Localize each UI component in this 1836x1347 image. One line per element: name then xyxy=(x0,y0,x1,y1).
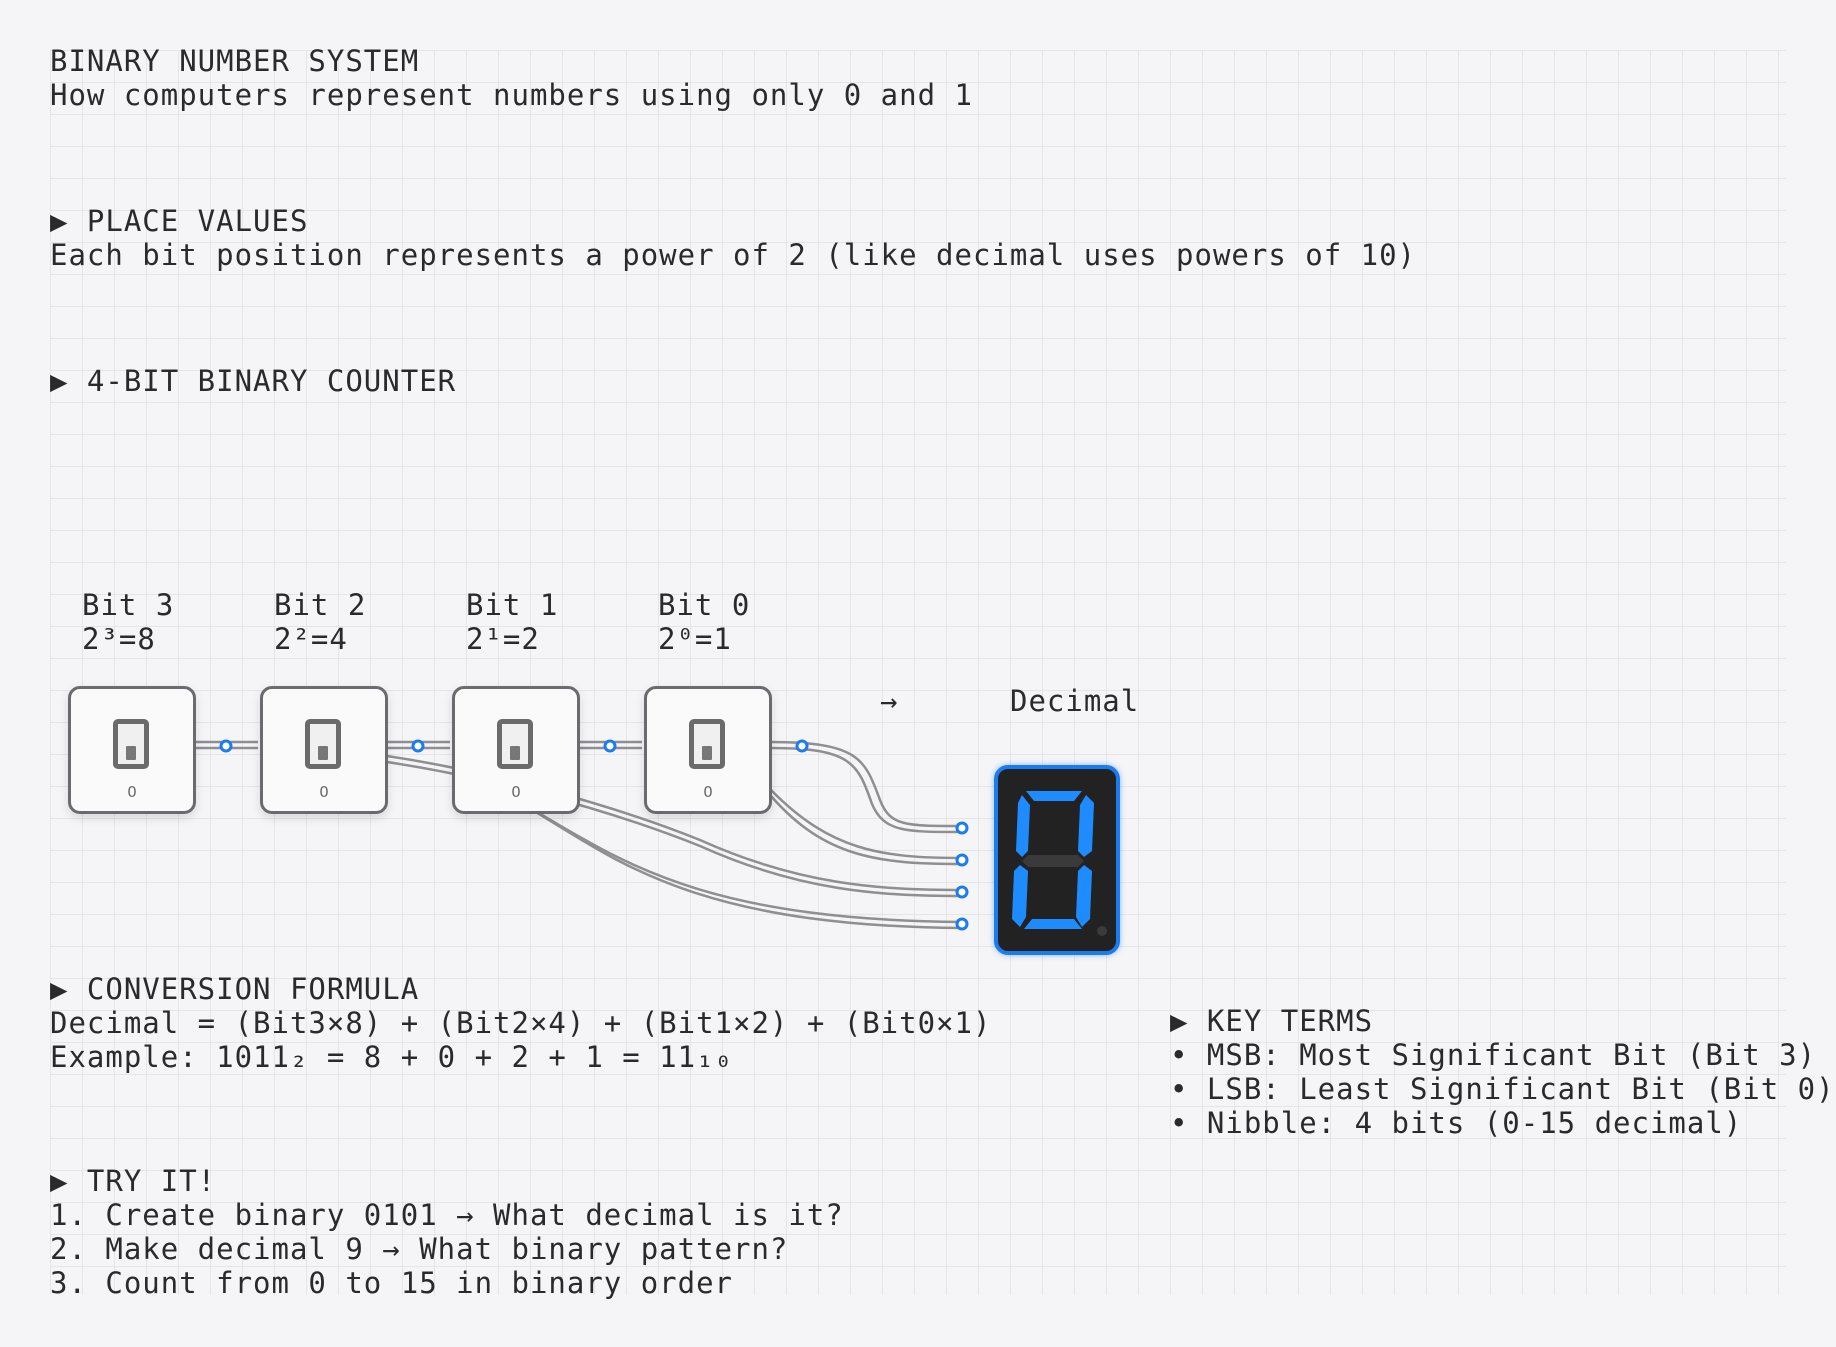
segment-f xyxy=(1016,795,1030,857)
bit-label: Bit 1 xyxy=(466,588,559,622)
wire xyxy=(770,740,963,828)
connector-dot xyxy=(411,739,425,753)
seven-segment-display xyxy=(994,765,1120,955)
connector-dot xyxy=(219,739,233,753)
wire xyxy=(770,789,963,860)
toggle-lever-icon xyxy=(689,719,725,769)
formula-line: Decimal = (Bit3×8) + (Bit2×4) + (Bit1×2)… xyxy=(50,1006,992,1040)
decimal-label: Decimal xyxy=(1010,684,1140,718)
try-it-item: 1. Create binary 0101 → What decimal is … xyxy=(50,1198,844,1232)
bit-value: 0 xyxy=(511,783,521,801)
bit-2-toggle-switch[interactable]: 0 xyxy=(260,686,388,814)
bit-label: Bit 0 xyxy=(658,588,751,622)
decimal-point xyxy=(1097,926,1107,936)
segment-d xyxy=(1024,919,1082,929)
wire xyxy=(770,746,963,834)
segment-e xyxy=(1012,865,1028,927)
page-title: BINARY NUMBER SYSTEM xyxy=(50,44,420,78)
connector-dot xyxy=(955,917,969,931)
key-term-item: • MSB: Most Significant Bit (Bit 3) xyxy=(1170,1038,1817,1072)
toggle-lever-icon xyxy=(113,719,149,769)
bit-1-toggle-switch[interactable]: 0 xyxy=(452,686,580,814)
formula-heading: ▶ CONVERSION FORMULA xyxy=(50,972,420,1006)
connector-dot xyxy=(795,739,809,753)
connector-dot xyxy=(955,885,969,899)
try-it-item: 3. Count from 0 to 15 in binary order xyxy=(50,1266,734,1300)
place-values-text: Each bit position represents a power of … xyxy=(50,238,1417,272)
connector-dot xyxy=(603,739,617,753)
wire xyxy=(770,795,963,866)
key-terms-heading: ▶ KEY TERMS xyxy=(1170,1004,1374,1038)
connector-dot xyxy=(955,821,969,835)
counter-heading: ▶ 4-BIT BINARY COUNTER xyxy=(50,364,457,398)
bit-value: 0 xyxy=(319,783,329,801)
connector-dot xyxy=(955,853,969,867)
segment-a xyxy=(1026,791,1082,801)
bit-power: 2¹=2 xyxy=(466,622,540,656)
try-it-heading: ▶ TRY IT! xyxy=(50,1164,217,1198)
wire xyxy=(535,810,963,930)
bit-value: 0 xyxy=(127,783,137,801)
segment-b xyxy=(1078,795,1094,857)
bit-0-toggle-switch[interactable]: 0 xyxy=(644,686,772,814)
bit-3-toggle-switch[interactable]: 0 xyxy=(68,686,196,814)
arrow-icon: → xyxy=(880,684,899,718)
page-subtitle: How computers represent numbers using on… xyxy=(50,78,973,112)
segment-c xyxy=(1076,865,1092,927)
key-term-item: • LSB: Least Significant Bit (Bit 0) xyxy=(1170,1072,1835,1106)
place-values-heading: ▶ PLACE VALUES xyxy=(50,204,309,238)
bit-label: Bit 3 xyxy=(82,588,175,622)
segment-g xyxy=(1022,855,1084,867)
seven-segment-digit-icon xyxy=(1012,791,1107,936)
formula-example: Example: 1011₂ = 8 + 0 + 2 + 1 = 11₁₀ xyxy=(50,1040,734,1074)
bit-power: 2²=4 xyxy=(274,622,348,656)
bit-power: 2³=8 xyxy=(82,622,156,656)
bit-value: 0 xyxy=(703,783,713,801)
toggle-lever-icon xyxy=(305,719,341,769)
bit-label: Bit 2 xyxy=(274,588,367,622)
toggle-lever-icon xyxy=(497,719,533,769)
bit-power: 2⁰=1 xyxy=(658,622,732,656)
try-it-item: 2. Make decimal 9 → What binary pattern? xyxy=(50,1232,789,1266)
background-grid xyxy=(50,50,1786,1295)
key-term-item: • Nibble: 4 bits (0-15 decimal) xyxy=(1170,1106,1743,1140)
